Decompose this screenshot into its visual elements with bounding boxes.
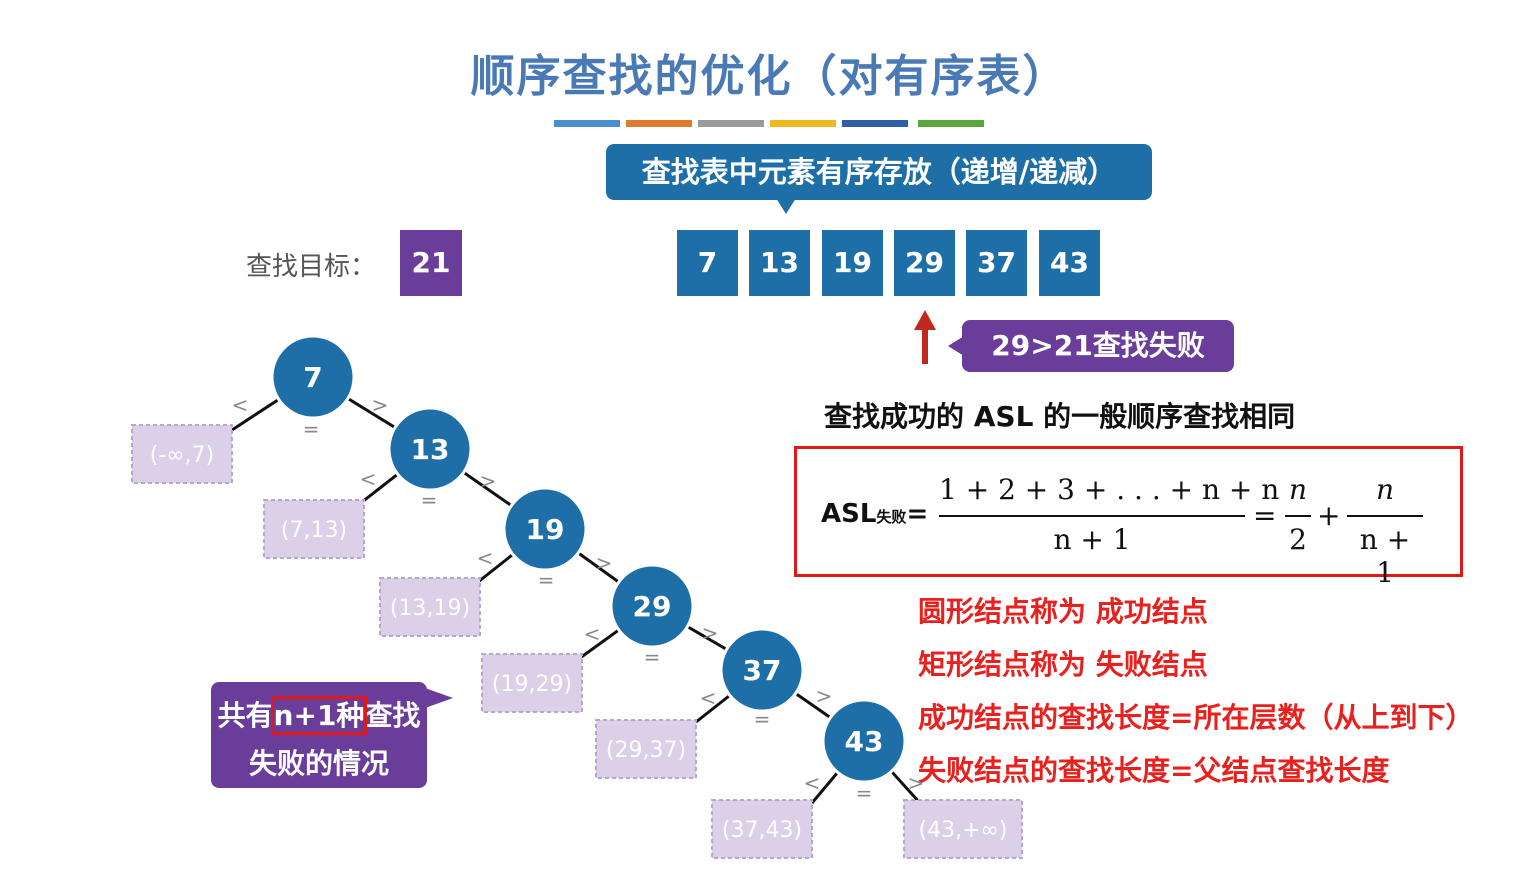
- ordered-storage-callout: 查找表中元素有序存放（递增/递减）: [606, 144, 1152, 200]
- fail-node-label: (19,29): [492, 672, 572, 697]
- edge-label-gt: >: [372, 393, 389, 417]
- fail-node: [595, 719, 697, 779]
- formula-denominator: n + 1: [1359, 523, 1411, 589]
- formula-plus: +: [1317, 499, 1341, 532]
- edge-label-lt: <: [700, 686, 717, 710]
- success-node-label: 37: [743, 654, 782, 687]
- edge-label-eq: =: [754, 707, 771, 731]
- fraction-bar: [1285, 515, 1311, 517]
- array-cell: 29: [894, 230, 955, 296]
- edge-label-lt: <: [804, 771, 821, 795]
- formula-numerator: n: [1288, 473, 1308, 506]
- edge-label-lt: <: [584, 622, 601, 646]
- edge-label-eq: =: [856, 781, 873, 805]
- fail-node-label: (-∞,7): [150, 443, 214, 468]
- array-cell: 19: [822, 230, 883, 296]
- asl-formula-box: ASL失败= 1 + 2 + 3 + . . . + n + n n + 1 =…: [794, 446, 1463, 589]
- fail-callout-tail: [948, 336, 964, 356]
- page-title: 顺序查找的优化（对有序表）: [470, 51, 1069, 102]
- fail-node-label: (13,19): [390, 596, 470, 621]
- formula-denominator: 2: [1289, 523, 1307, 556]
- asl-success-note: 查找成功的 ASL 的一般顺序查找相同: [824, 400, 1296, 433]
- title-underline-stripe: [918, 120, 984, 127]
- success-node: [387, 406, 473, 492]
- callout-line: 失败的情况: [248, 747, 389, 780]
- title-underline-stripe: [842, 120, 908, 127]
- edge-label-eq: =: [538, 568, 555, 592]
- search-target-value: 21: [400, 230, 462, 296]
- success-node: [270, 334, 356, 420]
- success-node-label: 19: [526, 513, 565, 546]
- title-underline-stripe: [770, 120, 836, 127]
- callout-text: 共有: [217, 699, 274, 732]
- note-line: 圆形结点称为 成功结点: [918, 595, 1208, 628]
- edge-label-eq: =: [644, 645, 661, 669]
- note-line: 矩形结点称为 失败结点: [918, 648, 1208, 681]
- array-cell: 43: [1039, 230, 1100, 296]
- note-line: 成功结点的查找长度=所在层数（从上到下）: [918, 701, 1474, 734]
- fraction-bar: [1347, 515, 1423, 517]
- search-target-label: 查找目标：: [246, 252, 377, 282]
- array-cell: 13: [749, 230, 810, 296]
- success-node-label: 43: [845, 725, 884, 758]
- fail-node: [711, 799, 813, 859]
- up-arrow-shaft: [922, 328, 928, 364]
- fail-node-label: (29,37): [606, 738, 686, 763]
- edge-label-eq: =: [421, 488, 438, 512]
- success-node-label: 13: [411, 433, 450, 466]
- formula-numerator: n: [1375, 473, 1395, 506]
- edge-label-lt: <: [477, 546, 494, 570]
- fraction-bar: [939, 515, 1245, 517]
- edge-label-eq: =: [303, 417, 320, 441]
- success-node: [719, 627, 805, 713]
- formula-numerator: 1 + 2 + 3 + . . . + n + n: [939, 473, 1280, 506]
- fail-cases-callout: 共有n+1种查找 失败的情况: [211, 682, 427, 788]
- fail-node: [481, 653, 583, 713]
- success-node-label: 29: [633, 590, 672, 623]
- purple-callout-tail: [425, 688, 453, 708]
- callout-line: 共有n+1种查找: [211, 694, 427, 735]
- fail-node-label: (37,43): [722, 818, 802, 843]
- fail-node-label: (43,+∞): [919, 818, 1008, 843]
- title-underline-stripe: [554, 120, 620, 127]
- fail-node-label: (7,13): [281, 518, 347, 543]
- formula-lhs: ASL失败=: [821, 499, 928, 529]
- fail-node: [131, 424, 233, 484]
- edge-label-gt: >: [596, 551, 613, 575]
- success-node: [821, 698, 907, 784]
- fail-node: [903, 799, 1023, 859]
- highlighted-count: n+1种: [270, 696, 368, 735]
- edge-label-gt: >: [480, 469, 497, 493]
- success-node: [502, 486, 588, 572]
- fail-node: [263, 499, 365, 559]
- formula-lhs-subscript: 失败: [876, 508, 907, 526]
- formula-eq2: =: [1253, 499, 1277, 532]
- up-arrow-icon: [914, 310, 936, 330]
- fail-node: [379, 577, 481, 637]
- array-cell: 37: [966, 230, 1027, 296]
- edge-label-gt: >: [816, 684, 833, 708]
- edge-label-gt: >: [908, 771, 925, 795]
- edge-label-lt: <: [360, 467, 377, 491]
- success-node-label: 7: [303, 361, 322, 394]
- callout-text: 查找: [364, 699, 421, 732]
- formula-lhs-label: ASL: [821, 499, 877, 529]
- edge-label-gt: >: [702, 621, 719, 645]
- title-underline-stripe: [698, 120, 764, 127]
- search-fail-callout: 29>21查找失败: [962, 320, 1234, 372]
- title-underline-stripe: [626, 120, 692, 127]
- array-cell: 7: [677, 230, 738, 296]
- edge-label-lt: <: [232, 393, 249, 417]
- formula-denominator: n + 1: [1053, 523, 1131, 556]
- note-line: 失败结点的查找长度=父结点查找长度: [918, 754, 1390, 787]
- success-node: [609, 563, 695, 649]
- callout-tail: [776, 198, 796, 214]
- formula-eq: =: [906, 499, 929, 529]
